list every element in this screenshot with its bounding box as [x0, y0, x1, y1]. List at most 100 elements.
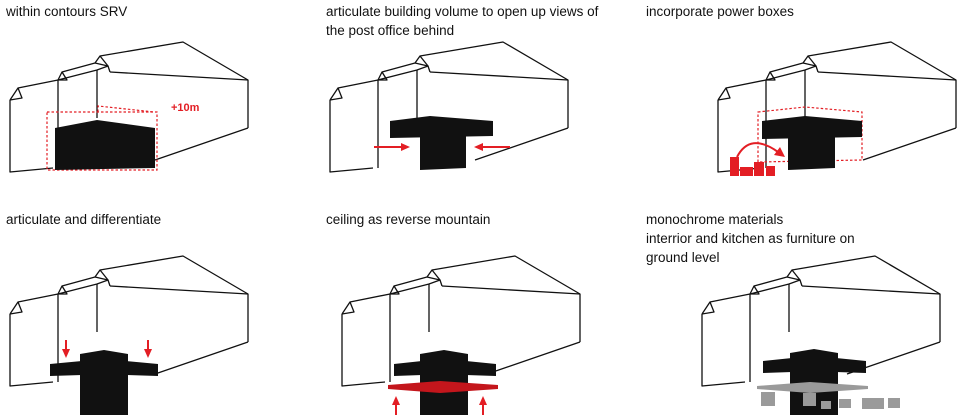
building-massing — [55, 120, 155, 170]
panel-caption: articulate building volume to open up vi… — [326, 4, 599, 38]
building-edge — [94, 41, 249, 128]
srv-contour — [46, 111, 158, 171]
diagram-articulate-volume — [329, 41, 569, 173]
building-edge — [9, 100, 54, 173]
arrow-in-left — [374, 143, 410, 151]
panel-caption: within contours SRV — [6, 4, 128, 19]
building-edge — [474, 127, 569, 161]
building-core — [788, 134, 835, 170]
slab-right — [836, 358, 866, 373]
building-edge — [749, 283, 790, 295]
building-edge — [58, 285, 68, 295]
building-edge — [154, 341, 249, 375]
building-edge — [441, 285, 581, 295]
diagram-within-contours: +10m — [9, 41, 249, 173]
panel-power-boxes: incorporate power boxes — [640, 0, 960, 207]
building-edge — [390, 285, 400, 295]
building-edge — [804, 65, 819, 73]
building-outline — [9, 255, 249, 387]
building-edge — [341, 314, 386, 387]
panel-articulate-volume: articulate building volume to open up vi… — [320, 0, 640, 207]
panel-within-contours: within contours SRV +10m — [0, 0, 320, 207]
building-edge — [341, 293, 391, 315]
relocation-arrow — [736, 142, 779, 158]
building-edge — [9, 301, 23, 315]
building-edge — [817, 71, 957, 81]
building-edge — [701, 293, 751, 315]
panel-monochrome-materials: monochrome materials interrior and kitch… — [640, 208, 960, 415]
building-core — [80, 350, 128, 415]
building-edge — [96, 279, 111, 287]
building-edge — [329, 79, 379, 101]
height-label: +10m — [171, 102, 200, 114]
cantilever-slab — [762, 116, 862, 139]
building-edge — [750, 285, 760, 295]
building-outline — [717, 41, 957, 173]
building-edge — [329, 87, 343, 101]
building-edge — [109, 285, 249, 295]
building-edge — [717, 79, 767, 101]
slab-right — [466, 361, 496, 376]
cantilever-slab — [390, 116, 493, 138]
diagram-reverse-mountain — [341, 255, 581, 415]
panel-caption: articulate and differentiate — [6, 212, 162, 227]
building-edge — [377, 69, 418, 81]
building-edge — [9, 293, 59, 315]
building-edge — [766, 71, 776, 81]
building-edge — [378, 71, 388, 81]
slab-left — [394, 361, 422, 376]
building-edge — [801, 285, 941, 295]
building-edge — [389, 283, 430, 295]
arrow-down-left — [62, 340, 70, 358]
panel-caption: incorporate power boxes — [646, 4, 794, 19]
panel-caption: monochrome materials interrior and kitch… — [646, 212, 855, 265]
diagram-monochrome-materials — [701, 255, 941, 415]
building-outline — [329, 41, 569, 173]
building-core — [420, 134, 466, 170]
building-edge — [154, 127, 249, 161]
building-edge — [701, 314, 746, 387]
building-edge — [58, 71, 68, 81]
slab-left — [763, 358, 792, 373]
panel-reverse-mountain: ceiling as reverse mountain — [320, 208, 640, 415]
building-edge — [57, 283, 98, 295]
building-edge — [486, 341, 581, 375]
building-edge — [862, 127, 957, 161]
relocation-arrowhead — [774, 147, 785, 157]
building-edge — [109, 71, 249, 81]
building-edge — [57, 69, 98, 81]
panel-articulate-differentiate: articulate and differentiate — [0, 208, 320, 415]
building-edge — [701, 301, 715, 315]
building-edge — [96, 65, 111, 73]
building-edge — [94, 255, 249, 342]
arrow-up-left — [392, 396, 400, 415]
building-edge — [416, 65, 431, 73]
arrow-down-right — [144, 340, 152, 358]
slab-left — [50, 361, 82, 376]
building-edge — [429, 71, 569, 81]
building-edge — [9, 87, 23, 101]
building-core — [790, 349, 838, 415]
ceiling-plane — [388, 381, 498, 393]
building-edge — [341, 301, 355, 315]
building-edge — [426, 255, 581, 342]
building-edge — [329, 100, 374, 173]
building-edge — [9, 314, 54, 387]
building-edge — [9, 79, 59, 101]
building-edge — [717, 100, 762, 173]
building-edge — [788, 279, 803, 287]
arrow-up-right — [479, 396, 487, 415]
building-edge — [765, 69, 806, 81]
building-edge — [802, 41, 957, 128]
slab-right — [126, 361, 158, 376]
panel-caption: ceiling as reverse mountain — [326, 212, 491, 227]
power-boxes — [730, 157, 775, 176]
dashed-extension — [97, 105, 155, 113]
building-outline — [341, 255, 581, 387]
ceiling-plane — [757, 382, 868, 393]
building-edge — [717, 87, 731, 101]
furniture-pieces — [761, 392, 900, 409]
building-outline — [9, 41, 249, 173]
building-edge — [786, 255, 941, 342]
diagram-articulate-differentiate — [9, 255, 249, 415]
